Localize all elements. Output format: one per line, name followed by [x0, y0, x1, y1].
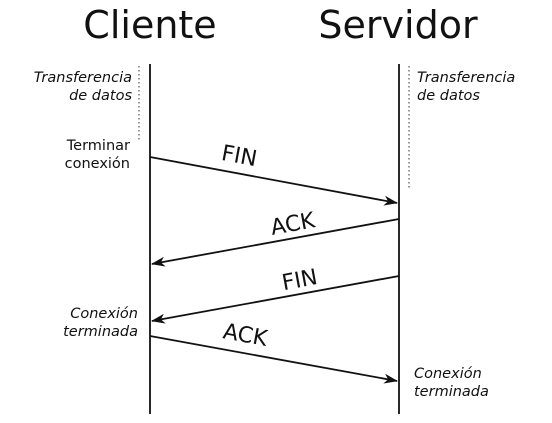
fin-client-to-server-label: FIN [219, 141, 259, 172]
terminate-note-line1: Terminar [66, 138, 130, 154]
server-transfer-note-line2: de datos [417, 88, 480, 104]
server-transfer-note-line1: Transferencia [417, 70, 515, 86]
server-header: Servidor [318, 3, 478, 47]
fin-client-to-server-arrow [149, 156, 398, 206]
fin-server-to-client-arrow [151, 275, 400, 324]
client-transfer-note-line1: Transferencia [34, 70, 132, 86]
ack-client-to-server-label: ACK [221, 319, 270, 352]
client-transfer-note-line2: de datos [69, 88, 132, 104]
ack-client-to-server-arrow [149, 335, 398, 384]
terminate-note-line2: conexión [65, 156, 130, 172]
server-closed-note-line2: terminada [414, 384, 489, 400]
client-header: Cliente [83, 3, 216, 47]
client-closed-note-line2: terminada [63, 324, 138, 340]
client-closed-note-line1: Conexión [70, 306, 138, 322]
server-closed-note-line1: Conexión [414, 366, 482, 382]
ack-server-to-client-arrow [151, 218, 400, 267]
